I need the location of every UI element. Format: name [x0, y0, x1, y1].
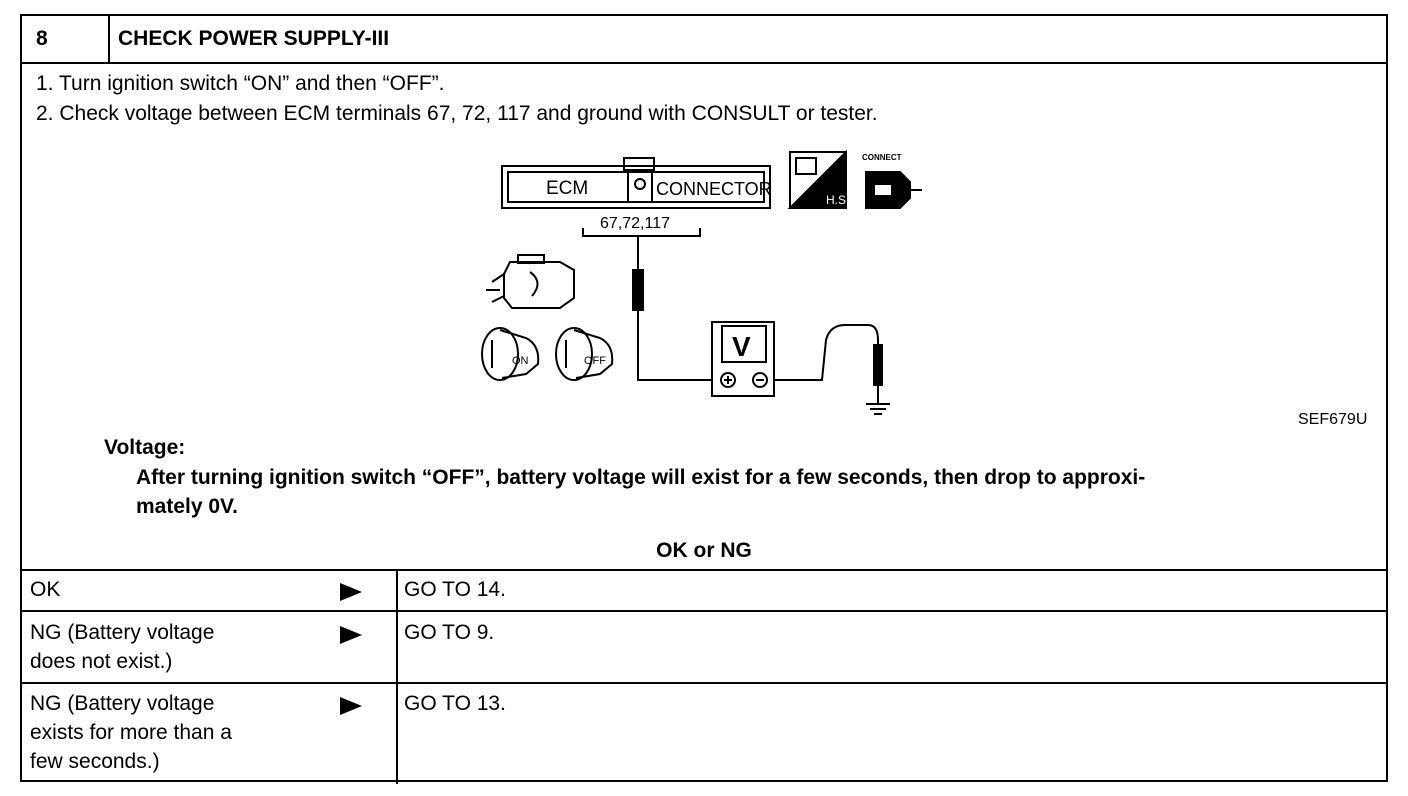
- result-row-2-action: GO TO 9.: [404, 621, 495, 644]
- ecm-connector-body: [501, 165, 771, 209]
- spec-line-1: After turning ignition switch “OFF”, bat…: [136, 466, 1146, 489]
- connector-label: CONNECTOR: [656, 179, 772, 199]
- result-row-2-condition-line-2: does not exist.): [30, 650, 173, 673]
- figure-id: SEF679U: [1298, 411, 1367, 428]
- results-top-border: [22, 569, 1386, 571]
- ignition-on-key-icon: [481, 327, 540, 381]
- voltmeter-display: [721, 325, 767, 363]
- spec-line-2: mately 0V.: [136, 495, 238, 518]
- connect-icon: [865, 171, 922, 209]
- result-header: OK or NG: [656, 539, 752, 562]
- arrow-icon: [340, 697, 362, 715]
- result-row-2-condition-line-1: NG (Battery voltage: [30, 621, 215, 644]
- terminals-label: 67,72,117: [600, 215, 670, 232]
- ecm-connector-inner: [507, 171, 765, 203]
- result-row-3-condition-line-3: few seconds.): [30, 750, 160, 773]
- engine-icon: [486, 254, 575, 309]
- row-2-bottom-border: [22, 682, 1386, 684]
- instruction-2: 2. Check voltage between ECM terminals 6…: [36, 102, 878, 125]
- arrow-icon: [340, 583, 362, 601]
- result-row-1-action: GO TO 14.: [404, 578, 506, 601]
- meter-label: V: [732, 331, 751, 362]
- connect-label: CONNECT: [862, 153, 902, 162]
- hs-icon: [787, 149, 847, 209]
- switch-off-label: OFF: [584, 355, 606, 367]
- result-row-3-condition-line-2: exists for more than a: [30, 721, 232, 744]
- arrow-icon: [340, 626, 362, 644]
- header-bottom-border: [22, 62, 1386, 64]
- connector-latch: [623, 157, 655, 171]
- results-column-divider: [396, 569, 398, 784]
- header-divider: [108, 16, 110, 62]
- procedure-frame: 8 CHECK POWER SUPPLY-III 1. Turn ignitio…: [20, 14, 1388, 784]
- result-row-1-condition: OK: [30, 578, 61, 601]
- switch-on-label: ON: [512, 355, 529, 367]
- instruction-1: 1. Turn ignition switch “ON” and then “O…: [36, 72, 445, 95]
- voltmeter-body: [711, 321, 775, 397]
- hs-label: H.S.: [826, 193, 849, 207]
- result-row-3-condition-line-1: NG (Battery voltage: [30, 692, 215, 715]
- step-number: 8: [36, 27, 48, 50]
- step-title: CHECK POWER SUPPLY-III: [118, 27, 390, 50]
- spec-label: Voltage:: [104, 436, 186, 459]
- row-1-bottom-border: [22, 610, 1386, 612]
- ecm-label: ECM: [546, 178, 588, 199]
- result-row-3-action: GO TO 13.: [404, 692, 506, 715]
- ignition-off-key-icon: [555, 327, 614, 381]
